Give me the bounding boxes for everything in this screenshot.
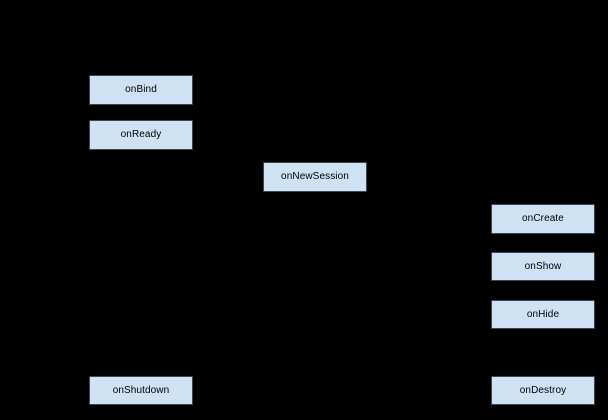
diagram-node-onShutdown: onShutdown [89,376,193,405]
node-label-onCreate: onCreate [522,213,564,224]
diagram-node-onDestroy: onDestroy [491,376,595,405]
node-label-onBind: onBind [125,84,157,95]
node-label-onShow: onShow [524,260,562,272]
node-label-onNewSession: onNewSession [281,171,349,182]
node-label-onHide: onHide [526,308,560,320]
node-label-onShutdown: onShutdown [112,384,170,396]
diagram-node-onCreate: onCreate [491,204,595,234]
diagram-node-onShow: onShow [491,252,595,281]
diagram-node-onReady: onReady [89,120,193,150]
diagram-node-onBind: onBind [89,75,193,105]
diagram-node-onNewSession: onNewSession [263,162,367,192]
diagram-node-onHide: onHide [491,300,595,329]
node-label-onDestroy: onDestroy [519,384,567,396]
node-label-onReady: onReady [120,129,162,140]
